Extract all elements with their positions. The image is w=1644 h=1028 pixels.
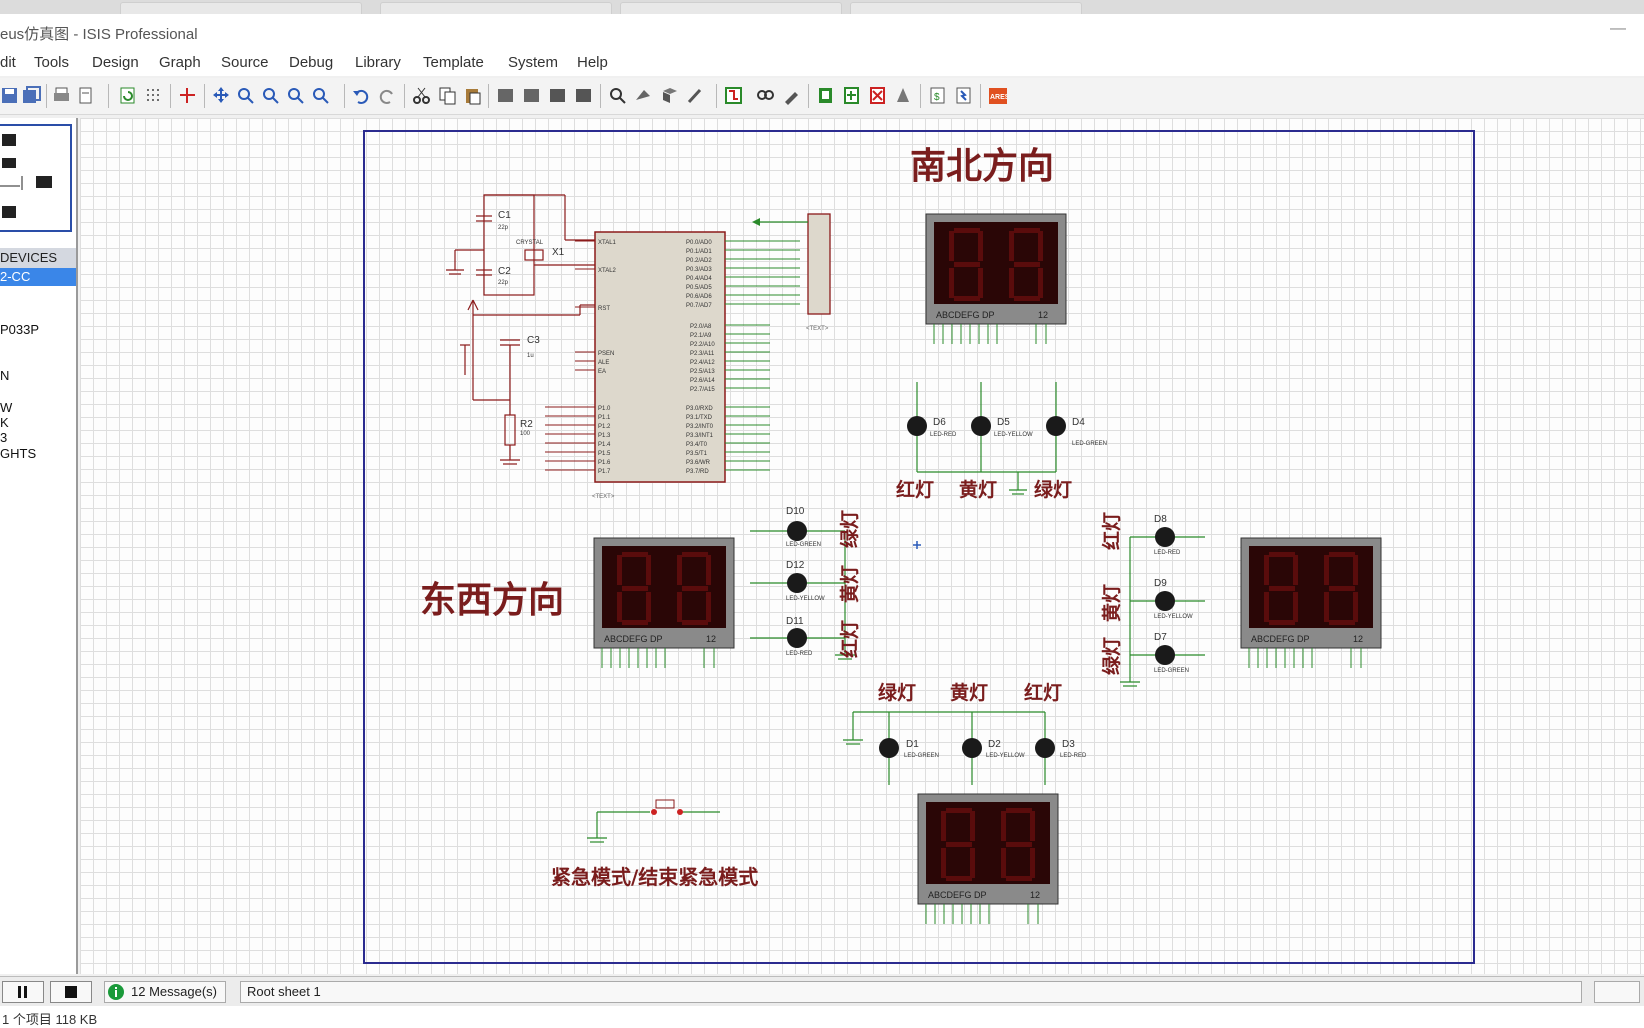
save-icon[interactable]: [0, 86, 19, 105]
property-tool-icon[interactable]: [782, 86, 801, 105]
device-item[interactable]: N: [0, 368, 10, 383]
title-bar: eus仿真图 - ISIS Professional —: [0, 14, 1644, 50]
sheet-indicator: Root sheet 1: [240, 981, 1582, 1003]
cut-icon[interactable]: [412, 86, 431, 105]
device-item[interactable]: K: [0, 415, 9, 430]
electrical-rules-icon[interactable]: [954, 86, 973, 105]
menu-system[interactable]: System: [508, 54, 559, 71]
search-icon[interactable]: [756, 86, 775, 105]
separator: [980, 84, 981, 108]
menu-design[interactable]: Design: [92, 54, 139, 71]
toolbar: $ ARES: [0, 78, 1644, 115]
separator: [344, 84, 345, 108]
separator: [404, 84, 405, 108]
block-copy-icon[interactable]: [496, 86, 515, 105]
svg-text:ARES: ARES: [990, 94, 1007, 101]
exit-to-parent-icon[interactable]: [894, 86, 913, 105]
refresh-icon[interactable]: [118, 86, 137, 105]
separator: [600, 84, 601, 108]
origin-icon[interactable]: [178, 86, 197, 105]
make-device-icon[interactable]: [634, 86, 653, 105]
zoom-area-icon[interactable]: [311, 86, 330, 105]
tab[interactable]: [620, 2, 842, 15]
pause-button[interactable]: [2, 981, 44, 1003]
devices-header: DEVICES: [0, 248, 76, 268]
menu-bar: dit Tools Design Graph Source Debug Libr…: [0, 50, 1644, 76]
menu-help[interactable]: Help: [577, 54, 608, 71]
browser-tab-strip: [0, 0, 1644, 15]
separator: [488, 84, 489, 108]
print-area-icon[interactable]: [76, 86, 95, 105]
status-bar: 12 Message(s) Root sheet 1: [0, 976, 1644, 1007]
messages-count: 12 Message(s): [131, 984, 217, 999]
zoom-all-icon[interactable]: [286, 86, 305, 105]
zoom-out-icon[interactable]: [261, 86, 280, 105]
pick-device-icon[interactable]: [608, 86, 627, 105]
separator: [170, 84, 171, 108]
block-rotate-icon[interactable]: [548, 86, 567, 105]
separator: [920, 84, 921, 108]
new-sheet-icon[interactable]: [816, 86, 835, 105]
sheet-border: [363, 130, 1475, 964]
undo-icon[interactable]: [352, 86, 371, 105]
remove-sheet-icon[interactable]: [868, 86, 887, 105]
schematic-canvas[interactable]: [80, 118, 1644, 974]
info-icon: [108, 984, 124, 1000]
minimize-button[interactable]: —: [1610, 20, 1626, 37]
menu-graph[interactable]: Graph: [159, 54, 201, 71]
block-move-icon[interactable]: [522, 86, 541, 105]
menu-edit[interactable]: dit: [0, 54, 16, 71]
svg-text:$: $: [934, 92, 940, 103]
device-item[interactable]: W: [0, 400, 13, 415]
add-sheet-icon[interactable]: [842, 86, 861, 105]
wire-autorouter-icon[interactable]: [724, 86, 743, 105]
device-item[interactable]: 3: [0, 430, 8, 445]
menu-library[interactable]: Library: [355, 54, 401, 71]
tab[interactable]: [380, 2, 612, 15]
print-icon[interactable]: [52, 86, 71, 105]
device-item[interactable]: GHTS: [0, 446, 37, 461]
window-title: eus仿真图 - ISIS Professional: [0, 26, 198, 43]
packaging-tool-icon[interactable]: [660, 86, 679, 105]
selected-device[interactable]: 2-CC: [0, 268, 76, 286]
explorer-status: 1 个项目 118 KB: [0, 1006, 1644, 1028]
decompose-icon[interactable]: [686, 86, 705, 105]
separator: [204, 84, 205, 108]
paste-icon[interactable]: [463, 86, 482, 105]
tab[interactable]: [850, 2, 1082, 15]
ares-icon[interactable]: ARES: [988, 86, 1007, 105]
overview-window[interactable]: [0, 124, 72, 232]
save-all-icon[interactable]: [22, 86, 41, 105]
separator: [108, 84, 109, 108]
tab[interactable]: [120, 2, 362, 15]
messages-panel[interactable]: 12 Message(s): [104, 981, 226, 1003]
device-item[interactable]: P033P: [0, 322, 40, 337]
menu-source[interactable]: Source: [221, 54, 269, 71]
zoom-in-icon[interactable]: [236, 86, 255, 105]
object-selector-panel: DEVICES 2-CC P033P N W K 3 GHTS: [0, 118, 78, 974]
separator: [46, 84, 47, 108]
pan-icon[interactable]: [212, 86, 231, 105]
item-count: 1 个项目 118 KB: [2, 1012, 98, 1027]
copy-icon[interactable]: [438, 86, 457, 105]
menu-debug[interactable]: Debug: [289, 54, 334, 71]
separator: [716, 84, 717, 108]
grid-icon[interactable]: [144, 86, 163, 105]
separator: [808, 84, 809, 108]
block-delete-icon[interactable]: [574, 86, 593, 105]
bill-of-materials-icon[interactable]: $: [928, 86, 947, 105]
stop-button[interactable]: [50, 981, 92, 1003]
menu-tools[interactable]: Tools: [34, 54, 70, 71]
sheet-name: Root sheet 1: [247, 984, 321, 999]
menu-template[interactable]: Template: [423, 54, 484, 71]
coordinate-panel: [1594, 981, 1640, 1003]
redo-icon[interactable]: [378, 86, 397, 105]
